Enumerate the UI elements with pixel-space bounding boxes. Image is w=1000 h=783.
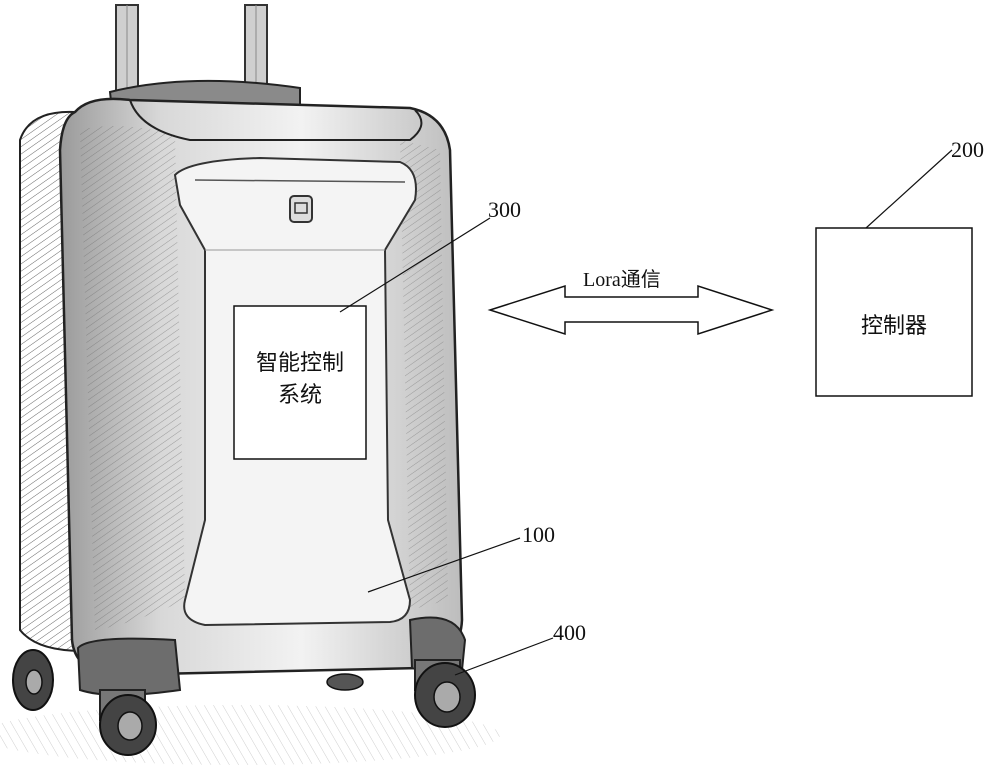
controller-box-200 bbox=[815, 227, 973, 397]
ref-100: 100 bbox=[522, 522, 555, 547]
wheel-front-right bbox=[414, 659, 476, 728]
system-box-300 bbox=[233, 305, 367, 460]
leader-line-400 bbox=[454, 637, 554, 676]
system-box-label-line1: 智能控制 bbox=[255, 351, 344, 376]
wheel-rear-right bbox=[326, 673, 364, 691]
ref-400: 400 bbox=[553, 620, 586, 645]
system-box-label-line2: 系统 bbox=[277, 383, 322, 408]
controller-box-label: 控制器 bbox=[860, 314, 927, 339]
leader-line-100 bbox=[367, 537, 521, 593]
wheel-front-left bbox=[99, 689, 157, 756]
wheel-rear-left bbox=[12, 649, 54, 711]
bottom-bumper-left bbox=[76, 637, 182, 696]
brand-badge-icon bbox=[289, 195, 313, 223]
bidirectional-arrow-icon bbox=[487, 284, 775, 336]
ref-200: 200 bbox=[951, 137, 984, 162]
lora-link-label: Lora通信 bbox=[583, 269, 661, 291]
system-box-label: 智能控制 系统 bbox=[234, 348, 366, 412]
ref-300: 300 bbox=[488, 197, 521, 222]
leader-line-300 bbox=[339, 217, 491, 313]
leader-line-200 bbox=[865, 149, 953, 229]
